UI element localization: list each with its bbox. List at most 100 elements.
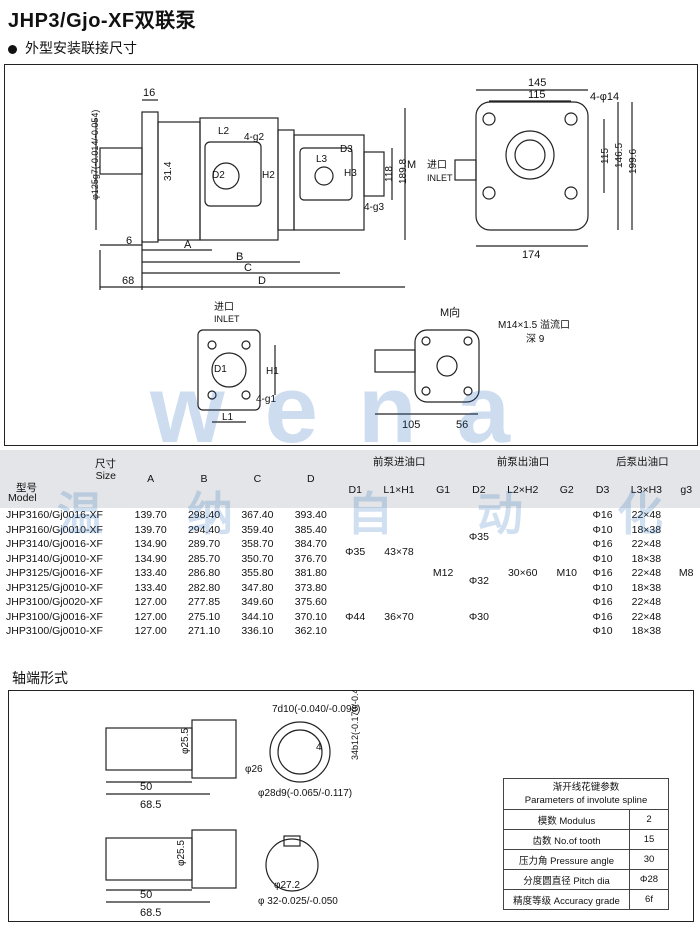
cell-a: 134.90 bbox=[134, 552, 167, 565]
spline-label: 精度等级 Accuracy grade bbox=[503, 889, 630, 910]
involute-spline-table: 渐开线花键参数 Parameters of involute spline 模数… bbox=[503, 778, 669, 910]
cell-c: 344.10 bbox=[241, 610, 274, 623]
cell-l2h2: 30×60 bbox=[507, 567, 538, 580]
cell-l3h3: 22×48 bbox=[631, 538, 662, 551]
spline-label: 模数 Modulus bbox=[503, 809, 630, 830]
spline-value: 6f bbox=[629, 889, 669, 910]
cell-d3: Φ16 bbox=[592, 567, 613, 580]
cell-model: JHP3125/Gj0010-XF bbox=[6, 581, 103, 594]
page-title: JHP3/Gjo-XF双联泵 bbox=[8, 10, 197, 32]
cell-d3: Φ10 bbox=[592, 581, 613, 594]
dim-146-5: 146.5 bbox=[614, 143, 625, 168]
dim-50-b: 50 bbox=[140, 889, 152, 901]
section-dimensions: 外型安装联接尺寸 bbox=[8, 38, 137, 58]
header-size-cn: 尺寸 bbox=[95, 458, 116, 470]
dim-4-g3: 4-g3 bbox=[364, 202, 384, 213]
dim-105: 105 bbox=[402, 419, 420, 431]
key-section bbox=[265, 838, 319, 892]
cell-c: 358.70 bbox=[241, 538, 274, 551]
cell-model: JHP3160/Gj0010-XF bbox=[6, 523, 103, 536]
rear-pump-body bbox=[293, 134, 365, 231]
cell-d3: Φ16 bbox=[592, 538, 613, 551]
label-inlet2-cn: 进口 bbox=[214, 301, 234, 313]
spline-value: Φ28 bbox=[629, 869, 669, 890]
header-d: D bbox=[306, 473, 315, 485]
dim-phi26: φ26 bbox=[245, 764, 263, 775]
header-c: C bbox=[253, 473, 262, 485]
shaft-outline bbox=[99, 147, 143, 175]
header-d2: D2 bbox=[472, 484, 486, 496]
m-view-body bbox=[414, 329, 480, 403]
front-view-bore bbox=[514, 139, 546, 171]
dim-50-a: 50 bbox=[140, 781, 152, 793]
table-row: JHP3125/Gj0010-XF 133.40 282.80 347.80 3… bbox=[0, 581, 700, 596]
shaft-end-heading: 轴端形式 bbox=[12, 670, 68, 686]
spline-title-row: 渐开线花键参数 Parameters of involute spline bbox=[503, 778, 669, 810]
mid-housing bbox=[277, 129, 295, 231]
cell-c: 355.80 bbox=[241, 567, 274, 580]
cell-d: 362.10 bbox=[294, 625, 327, 638]
header-l3h3: L3×H3 bbox=[630, 484, 662, 496]
installation-drawing: 16 145 115 4-φ14 φ125g7(-0.014/-0.054) 3… bbox=[90, 77, 639, 431]
label-inlet2-en: INLET bbox=[214, 314, 240, 324]
cell-b: 271.10 bbox=[187, 625, 221, 638]
dim-4-g1: 4-g1 bbox=[256, 394, 276, 405]
label-inlet-en: INLET bbox=[427, 173, 453, 183]
dim-7d10: 7d10(-0.040/-0.098) bbox=[272, 704, 360, 715]
cell-d: 384.70 bbox=[294, 538, 327, 551]
dim-l1: L1 bbox=[222, 412, 234, 423]
cell-a: 139.70 bbox=[134, 523, 167, 536]
dim-68-5-b: 68.5 bbox=[140, 907, 161, 919]
cell-d: 375.60 bbox=[294, 596, 327, 609]
header-front-out: 前泵出油口 bbox=[496, 455, 550, 468]
dim-d1: D1 bbox=[214, 364, 227, 375]
flange-outline bbox=[141, 111, 159, 243]
header-rear-out: 后泵出油口 bbox=[616, 455, 669, 468]
dim-a: A bbox=[184, 239, 192, 251]
dim-115: 115 bbox=[528, 89, 546, 101]
label-depth: 深 9 bbox=[526, 333, 545, 345]
shaft-collar-outline bbox=[191, 719, 237, 779]
dim-4-g2: 4-g2 bbox=[244, 132, 264, 143]
header-model-en: Model bbox=[8, 492, 37, 504]
cell-b: 285.70 bbox=[187, 552, 221, 565]
dim-phi28d9: φ28d9(-0.065/-0.117) bbox=[258, 788, 352, 799]
cell-g3: M8 bbox=[678, 567, 694, 580]
cell-model: JHP3125/Gj0016-XF bbox=[6, 567, 103, 580]
cell-l1h1-group-a: 43×78 bbox=[384, 545, 414, 558]
cell-g2: M10 bbox=[556, 567, 577, 580]
dim-4-phi14: 4-φ14 bbox=[590, 91, 619, 103]
cell-d3: Φ16 bbox=[592, 610, 613, 623]
inlet-port-hole bbox=[211, 352, 247, 388]
header-l1h1: L1×H1 bbox=[383, 484, 415, 496]
inlet-port-plate bbox=[197, 329, 261, 411]
cell-model: JHP3160/Gj0016-XF bbox=[6, 509, 103, 522]
label-overflow-port: M14×1.5 溢流口 bbox=[498, 318, 570, 331]
m-view-overflow-port bbox=[436, 355, 458, 377]
label-m-direction: M向 bbox=[440, 305, 460, 319]
cell-g1: M12 bbox=[432, 567, 454, 580]
header-model-cn: 型号 bbox=[16, 482, 37, 494]
installation-drawing-frame bbox=[4, 64, 698, 446]
cell-d3: Φ16 bbox=[592, 596, 613, 609]
dim-118: 118 bbox=[384, 166, 395, 182]
front-view-body bbox=[475, 101, 589, 231]
cell-a: 133.40 bbox=[134, 567, 167, 580]
dim-h2: H2 bbox=[262, 170, 275, 181]
cell-c: 367.40 bbox=[241, 509, 274, 522]
spec-table: 尺寸 Size 型号 Model A B C D 前泵进油口 前泵出油口 后泵出… bbox=[0, 450, 700, 639]
cell-b: 275.10 bbox=[187, 610, 221, 623]
dim-174: 174 bbox=[522, 249, 540, 261]
cell-c: 350.70 bbox=[241, 552, 274, 565]
dim-phi25-5-a: φ25.5 bbox=[180, 728, 191, 754]
cell-a: 133.40 bbox=[134, 581, 167, 594]
cell-d3: Φ10 bbox=[592, 552, 613, 565]
dim-l3: L3 bbox=[316, 154, 328, 165]
relief-valve bbox=[363, 151, 385, 197]
cell-l3h3: 18×38 bbox=[631, 523, 662, 536]
dim-d3: D3 bbox=[340, 144, 353, 155]
cell-l3h3: 22×48 bbox=[631, 509, 662, 522]
header-d1: D1 bbox=[348, 484, 362, 496]
